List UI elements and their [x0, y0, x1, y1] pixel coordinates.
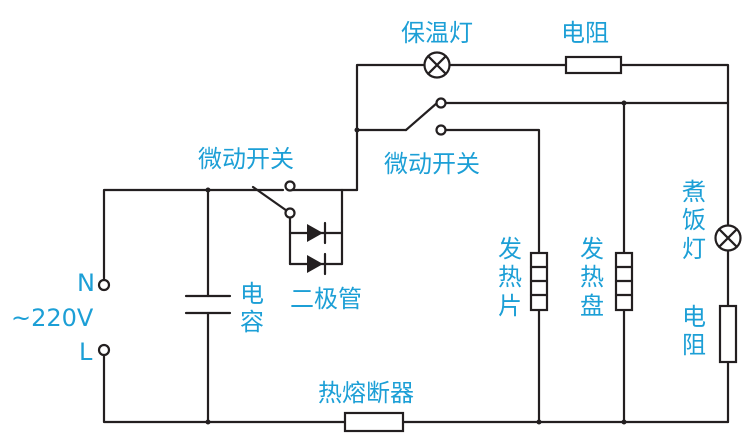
- resistor-top-label: 电阻: [561, 19, 609, 47]
- resistor-top-icon: [564, 55, 623, 75]
- wire-resistor-to-right: [619, 63, 730, 105]
- capacitor-label: 电容: [240, 280, 264, 337]
- heating-plate-icon: [614, 251, 634, 312]
- wire-switch-lower-out: [441, 128, 541, 255]
- junction-dot: [621, 419, 627, 425]
- diode-upper-icon: [307, 221, 327, 245]
- heating-plate-label: 发热盘: [580, 235, 604, 320]
- wire-n-bus: [102, 188, 285, 285]
- resistor-right-label: 电阻: [682, 303, 706, 360]
- supply-voltage-label: ~220V: [11, 304, 94, 332]
- cooking-lamp-label: 煮饭灯: [682, 178, 706, 263]
- terminal-n-icon: [97, 278, 111, 292]
- micro-switch-right-label: 微动开关: [384, 150, 480, 178]
- keep-warm-lamp-label: 保温灯: [401, 19, 473, 47]
- wiring: [102, 63, 730, 424]
- terminal-l-icon: [97, 343, 111, 357]
- capacitor-icon: [184, 294, 232, 315]
- terminal-l-label: L: [79, 338, 93, 366]
- resistor-right-icon: [718, 304, 738, 364]
- diodes-label: 二极管: [290, 285, 362, 313]
- terminal-n-label: N: [77, 269, 95, 297]
- junction-dot: [536, 419, 542, 425]
- thermal-fuse-label: 热熔断器: [318, 379, 414, 407]
- switch-right-contact-lower: [435, 124, 447, 136]
- micro-switch-left-label: 微动开关: [198, 145, 294, 173]
- junction-dot: [354, 127, 360, 133]
- junction-dot: [205, 419, 211, 425]
- heating-sheet-label: 发热片: [498, 235, 522, 320]
- junction-dot: [621, 100, 627, 106]
- switch-right-contact-upper: [435, 97, 447, 109]
- wire-main-vertical: [355, 63, 427, 192]
- heating-sheet-icon: [529, 251, 549, 312]
- thermal-fuse-icon: [343, 411, 405, 433]
- micro-switch-left-blade: [251, 185, 292, 215]
- micro-switch-right-blade: [404, 101, 439, 132]
- keep-warm-lamp-icon: [423, 51, 451, 79]
- junction-dot: [205, 187, 211, 193]
- wire-l-bus: [102, 350, 347, 424]
- switch-left-contact-lower: [284, 207, 296, 219]
- switch-left-contact-upper: [284, 180, 296, 192]
- cooking-lamp-icon: [714, 224, 742, 252]
- diode-lower-icon: [307, 252, 327, 276]
